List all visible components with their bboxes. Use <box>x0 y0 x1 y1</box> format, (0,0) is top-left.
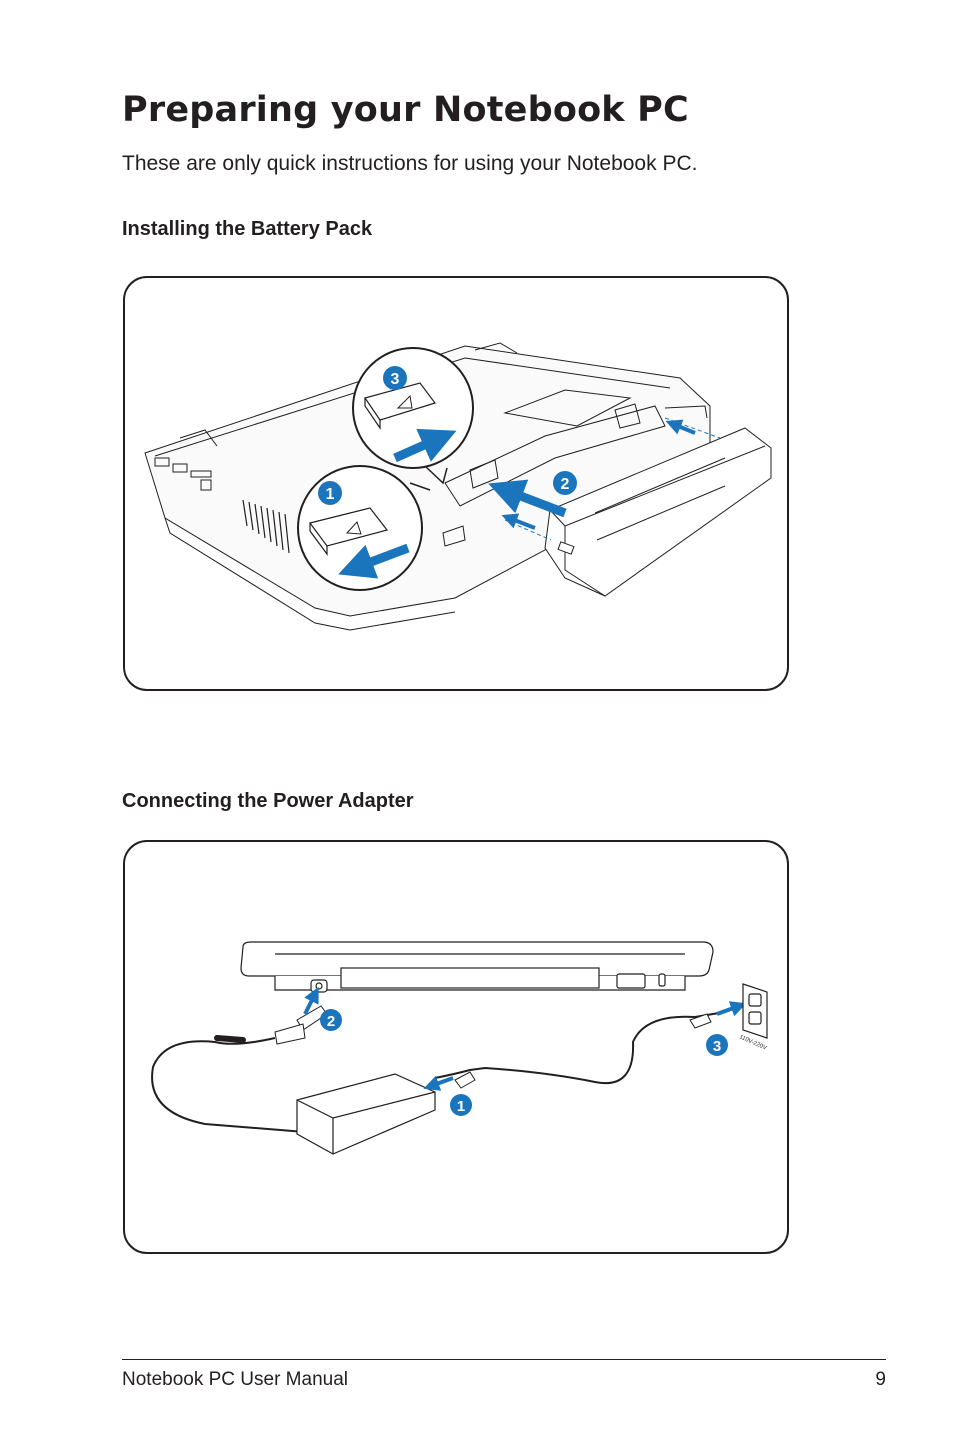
dc-plug <box>274 1005 328 1045</box>
power-adapter-illustration: 110V-220V 2 1 3 <box>151 941 768 1155</box>
power-adapter-figure: 110V-220V 2 1 3 <box>123 840 789 1254</box>
callout-release-detail <box>297 465 423 591</box>
battery-installation-figure: 3 1 2 <box>123 276 789 691</box>
wall-outlet <box>742 983 768 1039</box>
battery-installation-illustration: 3 1 2 <box>144 342 772 631</box>
intro-text: These are only quick instructions for us… <box>122 152 698 175</box>
battery-pack <box>544 427 772 597</box>
ac-cable <box>434 1011 726 1085</box>
footer-manual-title: Notebook PC User Manual <box>122 1369 348 1390</box>
ac-cord-arrow <box>423 1075 454 1091</box>
notebook-rear <box>240 941 714 993</box>
step-badge-3: 3 <box>383 366 407 390</box>
step-badge-1-label: 1 <box>457 1098 465 1115</box>
step-badge-2-label: 2 <box>561 476 570 493</box>
page-number: 9 <box>875 1369 886 1390</box>
dc-cable <box>151 1037 306 1133</box>
power-brick <box>296 1073 436 1155</box>
step-badge-1: 1 <box>318 481 342 505</box>
step-badge-2: 2 <box>320 1009 342 1031</box>
page-title: Preparing your Notebook PC <box>122 90 689 130</box>
notebook-underside <box>144 342 711 631</box>
battery-section-heading: Installing the Battery Pack <box>122 218 373 240</box>
release-arrow <box>338 543 410 579</box>
step-badge-1: 1 <box>450 1094 472 1116</box>
dc-plug-arrow <box>303 986 319 1015</box>
step-badge-3-label: 3 <box>713 1038 721 1055</box>
insert-arrows <box>488 419 696 530</box>
step-badge-1-label: 1 <box>326 486 335 503</box>
lock-arrow <box>393 428 457 463</box>
step-badge-3-label: 3 <box>391 371 400 388</box>
footer-rule <box>122 1359 886 1360</box>
step-badge-2: 2 <box>553 471 577 495</box>
step-badge-3: 3 <box>706 1034 728 1056</box>
ferrite-core <box>214 1035 246 1043</box>
wall-plug-arrow <box>716 1001 747 1017</box>
step-badge-2-label: 2 <box>327 1013 335 1030</box>
power-section-heading: Connecting the Power Adapter <box>122 790 414 812</box>
